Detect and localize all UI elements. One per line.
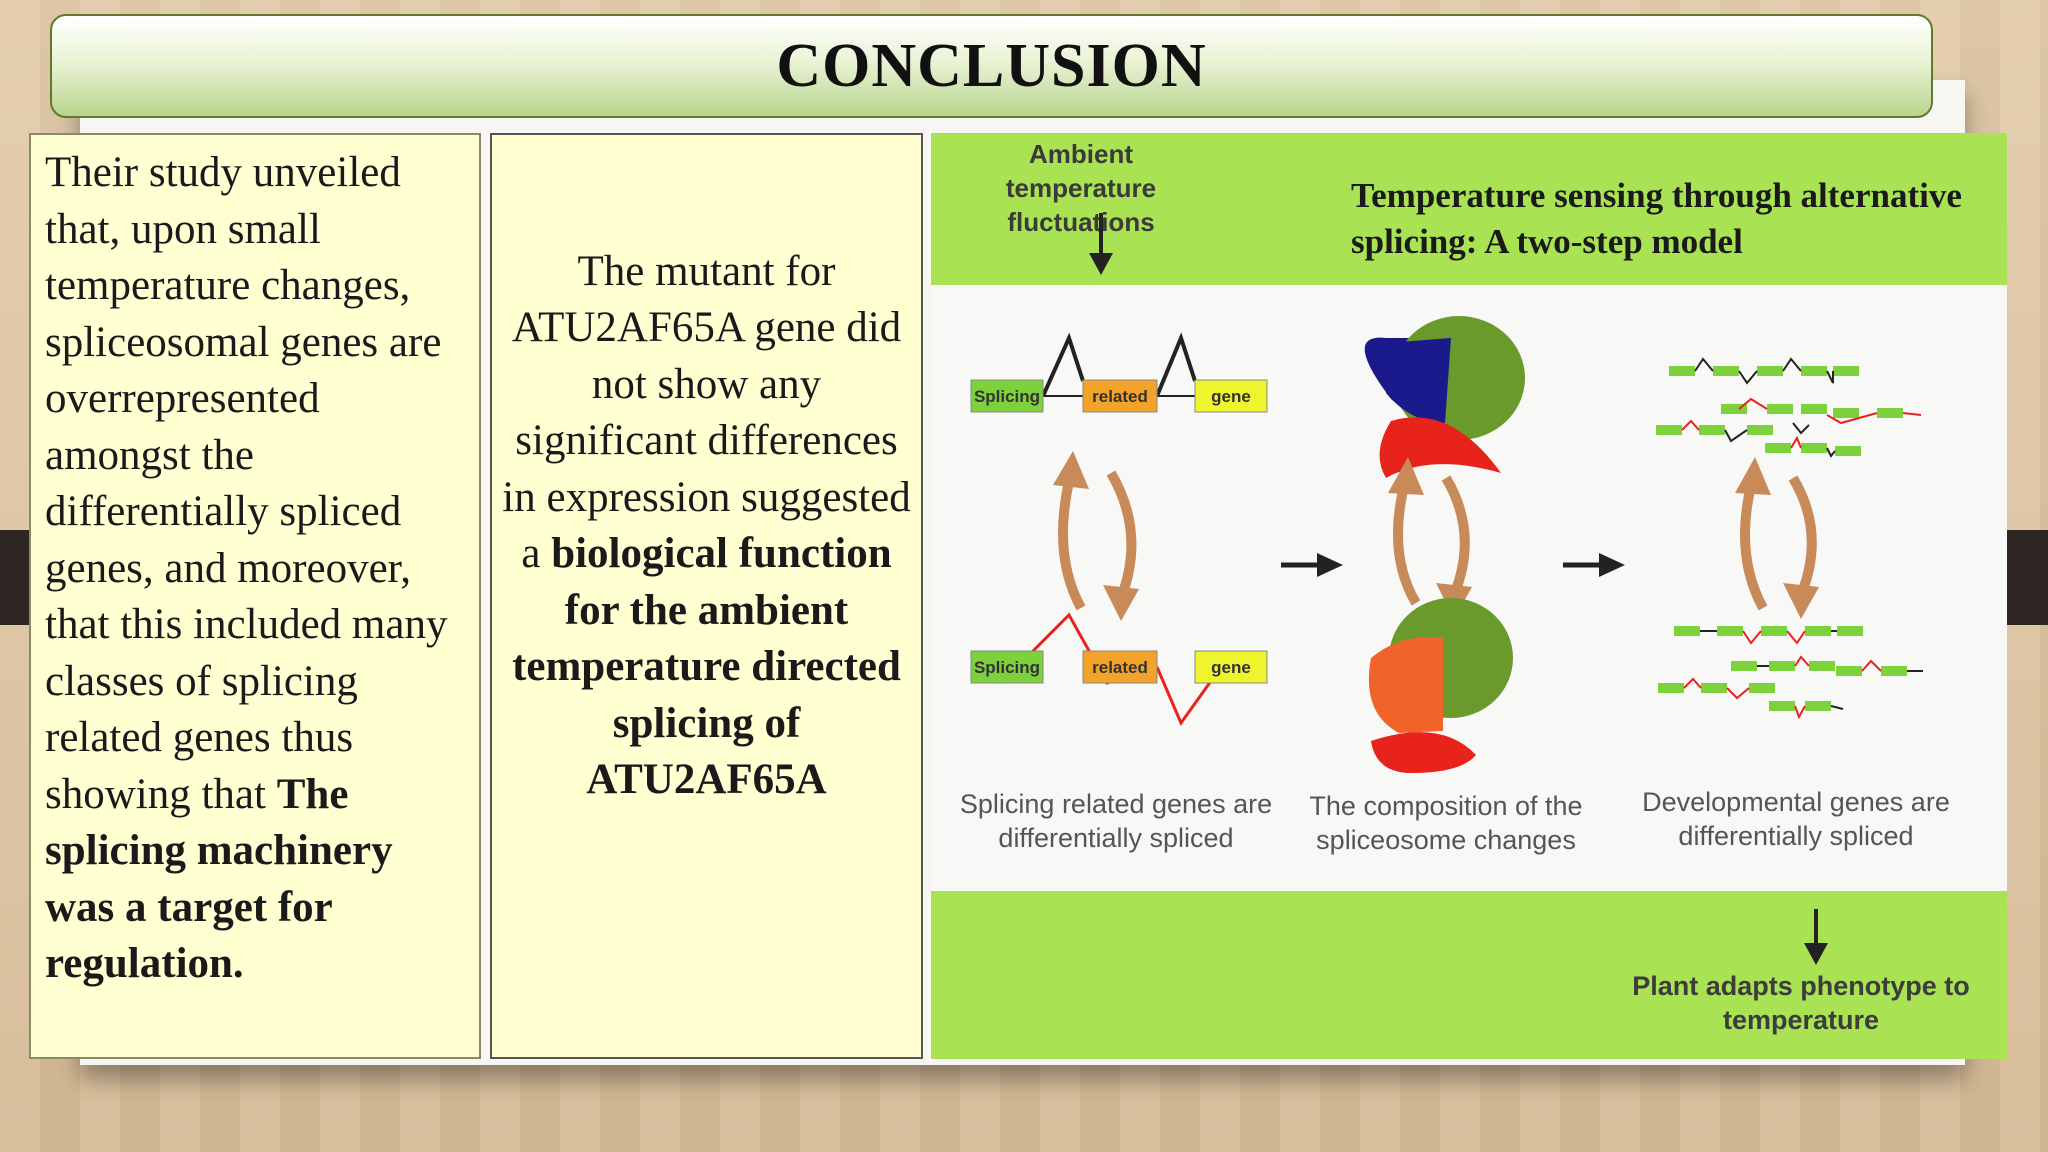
left-text-panel: Their study unveiled that, upon small te… <box>29 133 481 1059</box>
developmental-genes-top <box>1656 357 1922 458</box>
down-arrow-icon <box>1804 909 1828 965</box>
exon-label-1: Splicing <box>974 658 1040 677</box>
developmental-genes-bottom <box>1658 626 1923 720</box>
splicing-model-figure: Ambient temperature fluctuations Tempera… <box>931 133 2007 1059</box>
figure-diagram: Splicing related gene Splicing related g… <box>970 213 1923 965</box>
exon-2 <box>1082 379 1158 413</box>
figure-top-band <box>931 133 2007 285</box>
exon-3 <box>1194 650 1268 684</box>
exon-3 <box>1194 379 1268 413</box>
middle-panel-text: The mutant for ATU2AF65A gene did not sh… <box>502 247 911 578</box>
middle-panel-bold-text: biological function for the ambient temp… <box>512 530 901 803</box>
cycle-arrows-icon <box>1388 457 1472 619</box>
down-arrow-icon <box>1089 213 1113 275</box>
exon-label-2: related <box>1092 658 1148 677</box>
slide-title: CONCLUSION <box>776 31 1207 100</box>
gene-model-bottom: Splicing related gene <box>970 612 1268 727</box>
exon-1 <box>970 650 1044 684</box>
middle-text-panel: The mutant for ATU2AF65A gene did not sh… <box>490 133 923 1059</box>
exon-label-1: Splicing <box>974 387 1040 406</box>
caption-stage-2: The composition of the spliceosome chang… <box>1309 791 1583 855</box>
spliceosome-icon <box>1368 598 1513 773</box>
caption-stage-3: Developmental genes are differentially s… <box>1642 787 1950 851</box>
exon-2 <box>1082 650 1158 684</box>
cycle-arrows-icon <box>1053 451 1139 621</box>
left-panel-text: Their study unveiled that, upon small te… <box>45 149 448 818</box>
figure-bottom-band <box>931 891 2007 1059</box>
gene-model-top: Splicing related gene <box>970 332 1268 413</box>
model-title: Temperature sensing through alternative … <box>1351 176 1962 261</box>
exon-1 <box>970 379 1044 413</box>
caption-stage-1: Splicing related genes are differentiall… <box>959 789 1273 853</box>
exon-label-2: related <box>1092 387 1148 406</box>
exon-label-3: gene <box>1211 658 1251 677</box>
spliceosome-icon <box>1364 316 1525 478</box>
cycle-arrows-icon <box>1735 457 1819 619</box>
right-arrow-icon <box>1281 553 1343 577</box>
outcome-label: Plant adapts phenotype to temperature <box>1632 971 1970 1035</box>
right-arrow-icon <box>1563 553 1625 577</box>
exon-label-3: gene <box>1211 387 1251 406</box>
ambient-temperature-label: Ambient temperature fluctuations <box>1005 139 1157 237</box>
title-banner: CONCLUSION <box>50 14 1933 118</box>
left-panel-bold-text: The splicing machinery was a target for … <box>45 770 393 988</box>
